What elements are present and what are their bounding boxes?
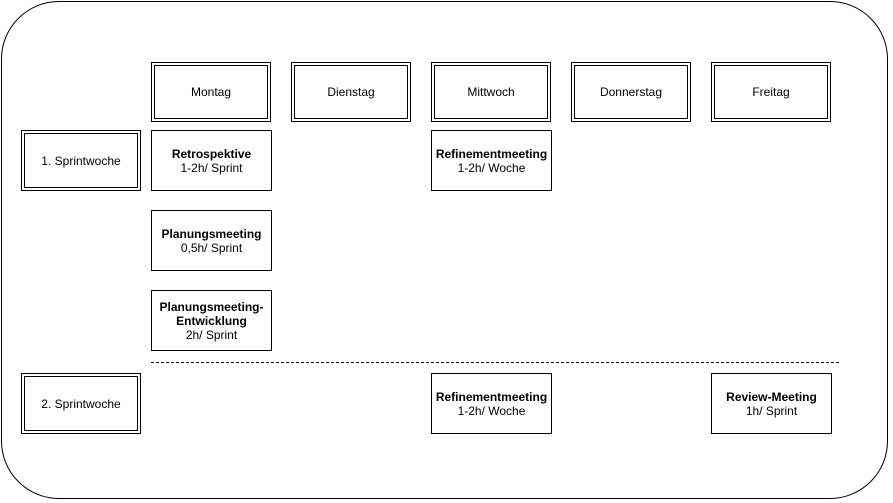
meeting-title: Planungsmeeting xyxy=(161,226,262,241)
meeting-title-line2: Entwicklung xyxy=(176,313,247,328)
meeting-detail: 1-2h/ Woche xyxy=(457,160,526,175)
meeting-title: Review-Meeting xyxy=(726,389,817,404)
meeting-refinement-week1: Refinementmeeting 1-2h/ Woche xyxy=(431,130,552,191)
day-header-montag: Montag xyxy=(151,62,271,122)
week-label-text: 1. Sprintwoche xyxy=(41,153,121,168)
meeting-title: Refinementmeeting xyxy=(435,389,548,404)
day-label: Dienstag xyxy=(327,85,375,99)
day-header-donnerstag: Donnerstag xyxy=(571,62,691,122)
day-label: Donnerstag xyxy=(599,85,663,99)
day-header-freitag: Freitag xyxy=(711,62,831,122)
meeting-detail: 0,5h/ Sprint xyxy=(180,240,243,255)
week-label-2: 2. Sprintwoche xyxy=(21,373,141,434)
meeting-planungsmeeting-entwicklung: Planungsmeeting- Entwicklung 2h/ Sprint xyxy=(151,290,272,351)
meeting-detail: 1h/ Sprint xyxy=(745,403,798,418)
meeting-review: Review-Meeting 1h/ Sprint xyxy=(711,373,832,434)
week-label-1: 1. Sprintwoche xyxy=(21,130,141,191)
meeting-detail: 1-2h/ Woche xyxy=(457,403,526,418)
week-divider xyxy=(151,362,839,363)
meeting-title: Retrospektive xyxy=(171,146,252,161)
week-label-text: 2. Sprintwoche xyxy=(41,396,121,411)
meeting-detail: 2h/ Sprint xyxy=(185,327,238,342)
day-label: Montag xyxy=(190,85,232,99)
day-header-mittwoch: Mittwoch xyxy=(431,62,551,122)
meeting-title-line1: Planungsmeeting- xyxy=(159,299,264,314)
meeting-title: Refinementmeeting xyxy=(435,146,548,161)
day-label: Mittwoch xyxy=(467,85,515,99)
meeting-detail: 1-2h/ Sprint xyxy=(180,160,243,175)
day-label: Freitag xyxy=(752,85,790,99)
meeting-retrospektive: Retrospektive 1-2h/ Sprint xyxy=(151,130,272,191)
meeting-planungsmeeting: Planungsmeeting 0,5h/ Sprint xyxy=(151,210,272,271)
meeting-refinement-week2: Refinementmeeting 1-2h/ Woche xyxy=(431,373,552,434)
day-header-dienstag: Dienstag xyxy=(291,62,411,122)
